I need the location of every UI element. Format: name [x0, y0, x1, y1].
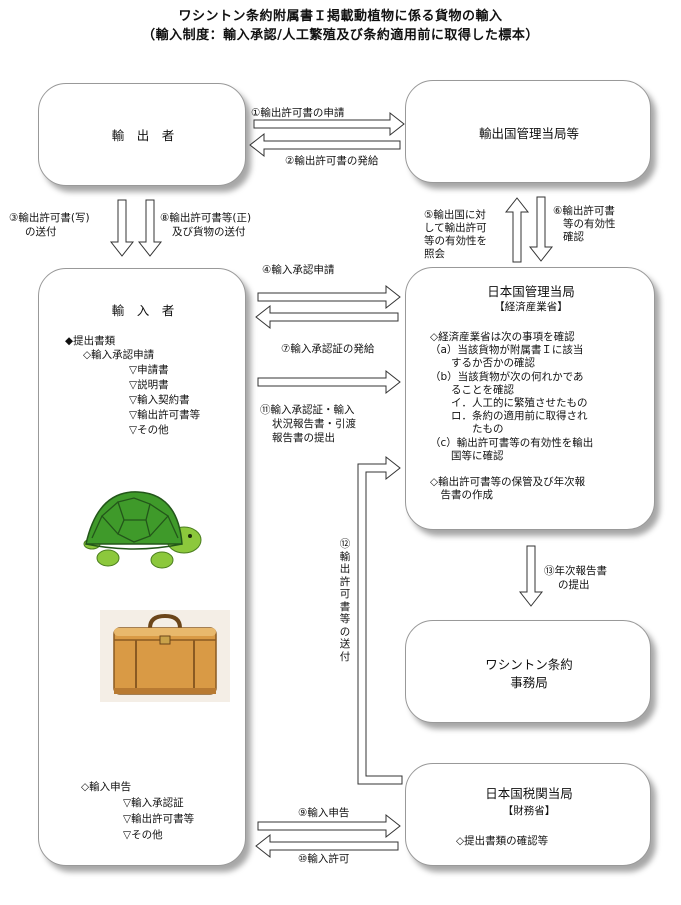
flow-label-1: ①輸出許可書の申請 [251, 107, 345, 119]
export-authority-box: 輸出国管理当局等 [405, 80, 651, 183]
flow-label-6-line3: 確認 [563, 231, 584, 243]
importer-docs-heading: ◆提出書類 [65, 335, 116, 347]
japan-authority-box: 日本国管理当局 【経済産業省】 ◇経済産業省は次の事項を確認（a）当該貨物が附属… [405, 267, 655, 530]
importer-box: 輸 入 者 ◆提出書類 ◇輸入承認申請 ▽申請書 ▽説明書 ▽輸入契約書 ▽輸出… [38, 268, 246, 866]
importer-docs-sub: ◇輸入承認申請 [83, 349, 155, 361]
importer-doc-item: ▽説明書 [129, 379, 169, 391]
authority-check-line: （a）当該貨物が附属書Ｉに該当 [430, 344, 584, 357]
cites-secretariat-line1: ワシントン条約 [485, 657, 573, 672]
arrow-1 [253, 111, 405, 137]
flow-label-4: ④輸入承認申請 [262, 264, 335, 276]
flow-label-6-line1: ⑥輸出許可書 [553, 205, 615, 217]
japan-authority-title: 日本国管理当局 [487, 284, 575, 299]
importer-declaration-heading: ◇輸入申告 [81, 781, 132, 793]
flow-label-8-line2: 及び貨物の送付 [172, 226, 246, 238]
authority-check-line: たもの [430, 423, 504, 436]
arrow-2 [249, 132, 401, 158]
authority-check-line: ◇輸出許可書等の保管及び年次報 [430, 476, 586, 489]
importer-doc-item: ▽その他 [129, 424, 169, 436]
arrow-4 [257, 284, 401, 310]
arrow-7 [255, 304, 399, 330]
flow-label-8-line1: ⑧輸出許可書等(正) [160, 212, 252, 224]
cites-secretariat-line2: 事務局 [510, 675, 548, 690]
diagram-title: ワシントン条約附属書Ｉ掲載動植物に係る貨物の輸入 [178, 9, 503, 24]
flow-label-13-line2: の提出 [558, 579, 590, 591]
export-authority-label: 輸出国管理当局等 [478, 126, 579, 141]
authority-check-line: ることを確認 [430, 383, 514, 396]
authority-check-line: ◇経済産業省は次の事項を確認 [430, 331, 575, 343]
importer-doc-item: ▽申請書 [129, 364, 169, 376]
flow-label-7: ⑦輸入承認証の発給 [281, 343, 375, 355]
exporter-box: 輸 出 者 [38, 83, 246, 186]
declaration-item: ▽その他 [123, 829, 163, 841]
arrow-3 [109, 199, 135, 257]
flow-label-13-line1: ⑬年次報告書 [544, 565, 607, 577]
arrow-5 [504, 197, 530, 263]
flow-label-2: ②輸出許可書の発給 [285, 155, 379, 167]
flow-label-3-line1: ③輸出許可書(写) [9, 212, 90, 224]
authority-check-line: （b）当該貨物が次の何れかであ [430, 370, 584, 383]
arrow-10 [255, 833, 399, 859]
customs-box: 日本国税関当局 【財務省】 ◇提出書類の確認等 [405, 763, 651, 866]
arrow-12 [357, 455, 403, 785]
arrow-11 [257, 369, 401, 395]
exporter-label: 輸 出 者 [111, 128, 175, 143]
customs-subtitle: 【財務省】 [502, 805, 556, 817]
importer-doc-item: ▽輸出許可書等 [129, 409, 201, 421]
diagram-subtitle: （輸入制度：輸入承認/人工繁殖及び条約適用前に取得した標本） [142, 28, 539, 43]
authority-check-line: 国等に確認 [430, 449, 504, 462]
declaration-item: ▽輸出許可書等 [123, 813, 195, 825]
flow-label-12: ⑫輸出許可書等の送付 [339, 538, 351, 663]
arrow-9 [257, 813, 401, 839]
flow-label-11-line3: 報告書の提出 [272, 432, 335, 444]
japan-authority-subtitle: 【経済産業省】 [494, 301, 568, 313]
customs-note: ◇提出書類の確認等 [456, 835, 549, 847]
flow-label-6-line2: 等の有効性 [563, 218, 616, 230]
flow-label-5-line1: ⑤輸出国に対 [424, 209, 486, 221]
authority-check-line: 告書の作成 [430, 489, 493, 502]
turtle-illustration [83, 491, 202, 569]
suitcase-illustration [100, 610, 230, 702]
importer-doc-item: ▽輸入契約書 [129, 394, 190, 406]
flow-label-5-line2: して輸出許可 [424, 222, 487, 234]
flow-label-9: ⑨輸入申告 [298, 807, 350, 819]
arrow-8 [137, 199, 163, 257]
authority-check-line: イ．人工的に繁殖させたもの [430, 397, 588, 409]
flow-label-11-line1: ⑪輸入承認証・輸入 [260, 404, 355, 416]
authority-check-line: するか否かの確認 [430, 357, 535, 370]
cites-secretariat-box: ワシントン条約 事務局 [405, 620, 651, 723]
flow-label-5-line4: 照会 [424, 248, 445, 260]
arrow-13 [518, 545, 544, 607]
authority-check-line: （c）輸出許可書等の有効性を輸出 [430, 436, 594, 449]
flow-label-11-line2: 状況報告書・引渡 [272, 418, 356, 430]
customs-title: 日本国税関当局 [485, 786, 573, 801]
declaration-item: ▽輸入承認証 [123, 797, 184, 809]
flow-label-3-line2: の送付 [25, 226, 57, 238]
flow-label-5-line3: 等の有効性を [424, 235, 487, 247]
authority-check-line: ロ．条約の適用前に取得され [430, 410, 588, 423]
flow-label-10: ⑩輸入許可 [298, 853, 350, 865]
importer-label: 輸 入 者 [111, 303, 175, 318]
arrow-6 [528, 196, 554, 262]
